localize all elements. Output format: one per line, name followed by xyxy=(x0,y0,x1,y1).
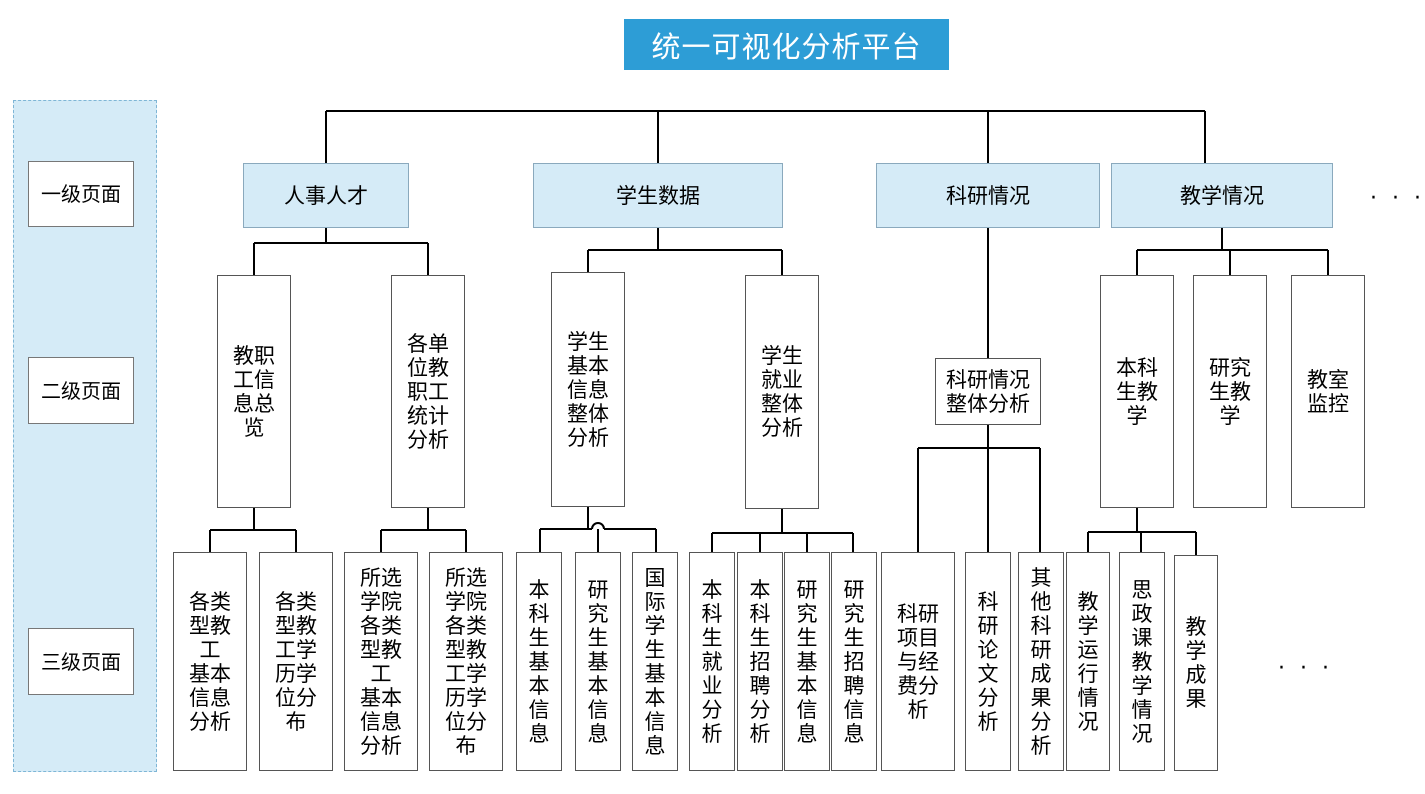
node-research[interactable]: 科研情况 xyxy=(876,163,1100,228)
platform-title: 统一可视化分析平台 xyxy=(624,19,949,70)
leaf-ideology-course[interactable]: 思 政 课 教 学 情 况 xyxy=(1119,552,1165,771)
more-level1-ellipsis: · · · xyxy=(1370,186,1425,211)
node-grad-teaching[interactable]: 研究 生教 学 xyxy=(1193,275,1267,508)
node-hr-unit-stats[interactable]: 各单 位教 职工 统计 分析 xyxy=(391,275,465,508)
leaf-hr-staff-degree[interactable]: 各类 型教 工学 历学 位分 布 xyxy=(259,552,333,771)
node-stu-basic-info[interactable]: 学生 基本 信息 整体 分析 xyxy=(551,272,625,507)
leaf-intl-student-info[interactable]: 国 际 学 生 基 本 信 息 xyxy=(632,552,678,771)
node-stu-employment[interactable]: 学生 就业 整体 分析 xyxy=(745,275,819,509)
leaf-grad-recruit-info[interactable]: 研 究 生 招 聘 信 息 xyxy=(831,552,877,771)
leaf-grad-basic-info[interactable]: 研 究 生 基 本 信 息 xyxy=(784,552,830,771)
leaf-teaching-achievements[interactable]: 教 学 成 果 xyxy=(1174,555,1218,771)
node-classroom-monitor[interactable]: 教室 监控 xyxy=(1291,275,1365,508)
leaf-undergrad-info[interactable]: 本 科 生 基 本 信 息 xyxy=(516,552,562,771)
leaf-undergrad-employment[interactable]: 本 科 生 就 业 分 析 xyxy=(689,552,735,771)
leaf-teaching-operation[interactable]: 教 学 运 行 情 况 xyxy=(1066,552,1110,771)
leaf-research-projects[interactable]: 科研 项目 与经 费分 析 xyxy=(881,552,955,771)
more-level3-ellipsis: · · · xyxy=(1278,656,1333,681)
leaf-hr-college-basic[interactable]: 所选 学院 各类 型教 工 基本 信息 分析 xyxy=(344,552,418,771)
level-2-label: 二级页面 xyxy=(28,357,134,424)
leaf-hr-college-degree[interactable]: 所选 学院 各类 型教 工学 历学 位分 布 xyxy=(429,552,503,771)
leaf-research-papers[interactable]: 科 研 论 文 分 析 xyxy=(965,552,1011,771)
leaf-undergrad-recruit[interactable]: 本 科 生 招 聘 分 析 xyxy=(737,552,783,771)
node-research-overall[interactable]: 科研情况 整体分析 xyxy=(935,358,1041,425)
node-hr-staff-overview[interactable]: 教职 工信 息总 览 xyxy=(217,275,291,508)
node-students[interactable]: 学生数据 xyxy=(533,163,783,228)
node-undergrad-teaching[interactable]: 本科 生教 学 xyxy=(1100,275,1174,508)
level-1-label: 一级页面 xyxy=(28,161,134,227)
leaf-research-other[interactable]: 其 他 科 研 成 果 分 析 xyxy=(1018,552,1064,771)
node-hr[interactable]: 人事人才 xyxy=(243,163,409,228)
node-teaching[interactable]: 教学情况 xyxy=(1111,163,1333,228)
leaf-grad-info[interactable]: 研 究 生 基 本 信 息 xyxy=(575,552,621,771)
level-3-label: 三级页面 xyxy=(28,628,134,695)
leaf-hr-staff-basic[interactable]: 各类 型教 工 基本 信息 分析 xyxy=(173,552,247,771)
